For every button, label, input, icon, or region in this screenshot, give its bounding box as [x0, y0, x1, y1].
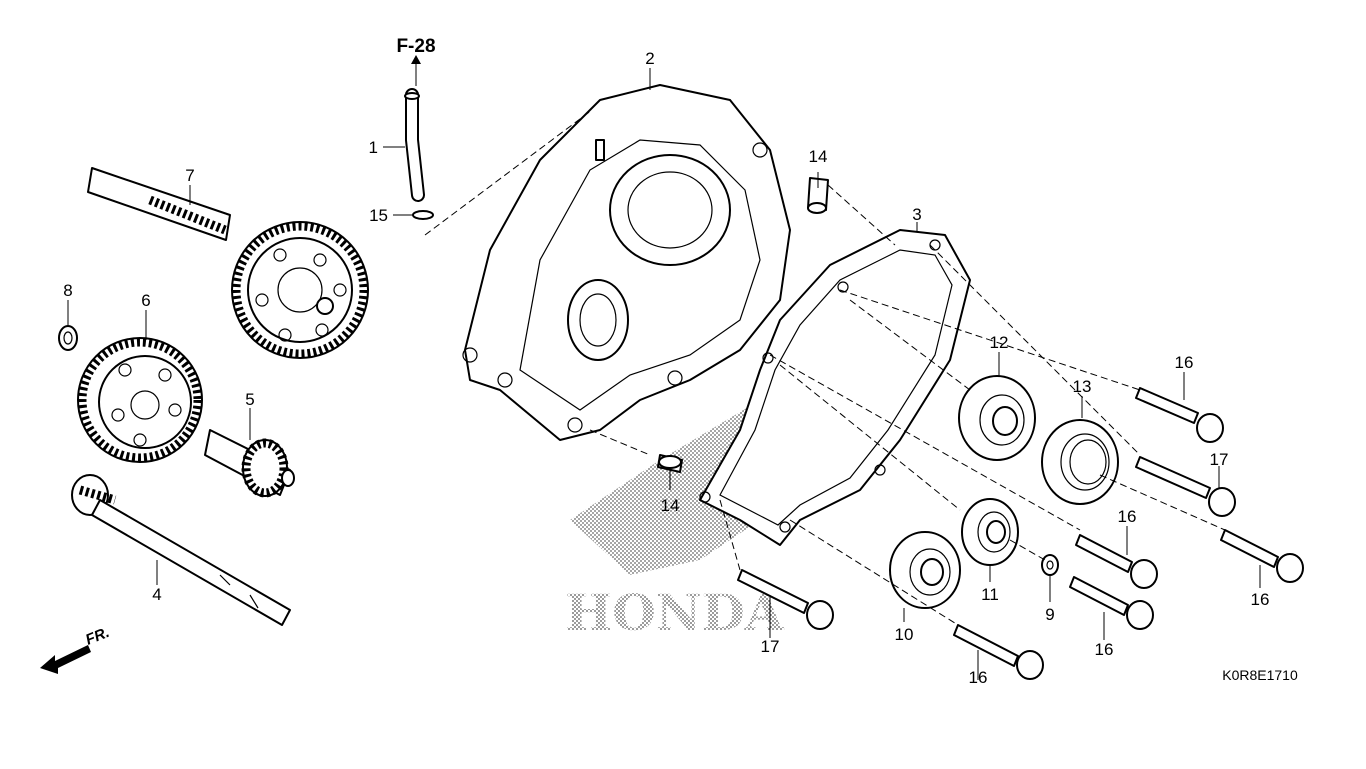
countershaft-with-gear-part-7 — [87, 167, 369, 359]
transmission-cover-part-2 — [462, 84, 791, 441]
bolt-part-17-b — [737, 569, 834, 630]
callout-4: 4 — [152, 585, 161, 604]
diagram-code: K0R8E1710 — [1222, 667, 1298, 683]
small-gear-part-5 — [204, 429, 295, 498]
dowel-pin-part-14-upper — [807, 177, 829, 214]
callout-11: 11 — [981, 585, 999, 604]
callout-16-d: 16 — [1095, 640, 1114, 659]
dowel-pin-part-14-lower — [657, 454, 683, 473]
callout-2: 2 — [645, 49, 654, 68]
bolt-part-16-c — [1220, 529, 1304, 583]
reference-label: F-28 — [396, 36, 435, 57]
callout-14-lower: 14 — [661, 496, 680, 515]
bolt-part-16-d — [1069, 576, 1154, 630]
washer-part-9 — [1041, 554, 1059, 576]
callout-1: 1 — [369, 138, 378, 157]
callout-15: 15 — [369, 206, 388, 225]
callout-14-upper: 14 — [809, 147, 828, 166]
callout-16-c: 16 — [1251, 590, 1270, 609]
oil-seal-part-13 — [1041, 419, 1119, 505]
bolt-part-16-a — [1135, 387, 1224, 443]
alignment-lines — [424, 109, 1226, 626]
bearing-part-10 — [889, 531, 961, 609]
callout-3: 3 — [912, 205, 921, 224]
front-direction-arrow: FR. — [40, 624, 112, 674]
watermark-text: HONDA — [565, 583, 785, 642]
callout-5: 5 — [245, 390, 254, 409]
callout-9: 9 — [1045, 605, 1054, 624]
reference-arrow-head — [411, 55, 421, 64]
bearing-part-12 — [958, 375, 1036, 461]
callout-8: 8 — [63, 281, 72, 300]
breather-hose-part-1 — [404, 88, 425, 202]
callout-16-b: 16 — [1118, 507, 1137, 526]
callout-17-b: 17 — [761, 637, 780, 656]
bolt-part-16-e — [953, 624, 1044, 680]
washer-part-8 — [58, 325, 78, 351]
bolt-part-16-b — [1075, 534, 1158, 589]
callout-13: 13 — [1073, 377, 1092, 396]
callout-6: 6 — [141, 291, 150, 310]
callout-16-a: 16 — [1175, 353, 1194, 372]
drive-shaft-part-4 — [71, 474, 291, 626]
callout-16-e: 16 — [969, 668, 988, 687]
gasket-part-3 — [699, 229, 971, 546]
callout-10: 10 — [895, 625, 914, 644]
callout-17-a: 17 — [1210, 450, 1229, 469]
gear-part-6 — [77, 337, 203, 463]
bearing-part-11 — [961, 498, 1019, 566]
front-direction-label: FR. — [83, 624, 112, 649]
callout-7: 7 — [185, 166, 194, 185]
clip-part-15 — [412, 210, 434, 220]
leader-lines — [67, 68, 1261, 680]
bolt-part-17-a — [1135, 456, 1236, 517]
callout-12: 12 — [990, 333, 1009, 352]
